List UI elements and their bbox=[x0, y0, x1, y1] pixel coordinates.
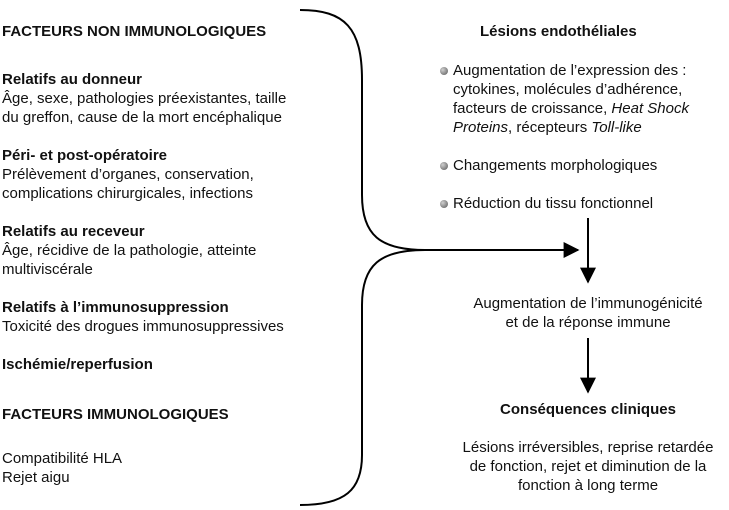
morphological-changes: Changements morphologiques bbox=[453, 157, 658, 174]
non-immunological-factors-title: FACTEURS NON IMMUNOLOGIQUES bbox=[2, 23, 267, 40]
recipient-factors-title: Relatifs au receveur bbox=[2, 223, 145, 240]
bullet-icon bbox=[440, 200, 448, 208]
bullet-icon bbox=[440, 67, 448, 75]
peri-post-operative-line-2: complications chirurgicales, infections bbox=[2, 185, 253, 202]
consequences-line-3: fonction à long terme bbox=[517, 477, 659, 494]
bullet1-line-1: Augmentation de l’expression des : bbox=[453, 62, 687, 79]
endothelial-lesions-title: Lésions endothéliales bbox=[480, 23, 637, 40]
immunogenicity-line-1: Augmentation de l’immunogénicité bbox=[473, 295, 703, 312]
functional-tissue-reduction: Réduction du tissu fonctionnel bbox=[453, 195, 654, 212]
receptors-text: , récepteurs bbox=[508, 119, 592, 136]
hla-compatibility: Compatibilité HLA bbox=[2, 450, 123, 467]
bullet1-line-3: facteurs de croissance, Heat Shock bbox=[453, 99, 689, 118]
immunosuppression-title: Relatifs à l’immunosuppression bbox=[2, 299, 229, 316]
consequences-line-1: Lésions irréversibles, reprise retardée bbox=[462, 439, 714, 456]
peri-post-operative-line-1: Prélèvement d’organes, conservation, bbox=[2, 166, 254, 183]
bullet1-line-4: Proteins, récepteurs Toll-like bbox=[453, 118, 642, 137]
immunological-factors-title: FACTEURS IMMUNOLOGIQUES bbox=[2, 406, 229, 423]
donor-factors-line-2: du greffon, cause de la mort encéphaliqu… bbox=[2, 109, 282, 126]
bullet-icon bbox=[440, 162, 448, 170]
bullet1-line-2: cytokines, molécules d’adhérence, bbox=[453, 81, 683, 98]
immunosuppression-line-1: Toxicité des drogues immunosuppressives bbox=[2, 318, 284, 335]
immunogenicity-line-2: et de la réponse immune bbox=[505, 314, 671, 331]
clinical-consequences-title: Conséquences cliniques bbox=[500, 401, 676, 418]
consequences-line-2: de fonction, rejet et diminution de la bbox=[469, 458, 707, 475]
proteins-text: Proteins bbox=[453, 119, 509, 136]
toll-like-text: Toll-like bbox=[591, 119, 642, 136]
bullet1-line-3-text: facteurs de croissance, bbox=[453, 100, 612, 117]
acute-rejection: Rejet aigu bbox=[2, 469, 70, 486]
left-bracket-curve bbox=[299, 9, 426, 506]
recipient-factors-line-1: Âge, récidive de la pathologie, atteinte bbox=[2, 242, 257, 259]
recipient-factors-line-2: multiviscérale bbox=[2, 261, 93, 278]
heat-shock-text: Heat Shock bbox=[611, 100, 689, 117]
donor-factors-line-1: Âge, sexe, pathologies préexistantes, ta… bbox=[2, 90, 287, 107]
ischemia-reperfusion-title: Ischémie/reperfusion bbox=[2, 356, 153, 373]
donor-factors-title: Relatifs au donneur bbox=[2, 71, 143, 88]
peri-post-operative-title: Péri- et post-opératoire bbox=[2, 147, 168, 164]
